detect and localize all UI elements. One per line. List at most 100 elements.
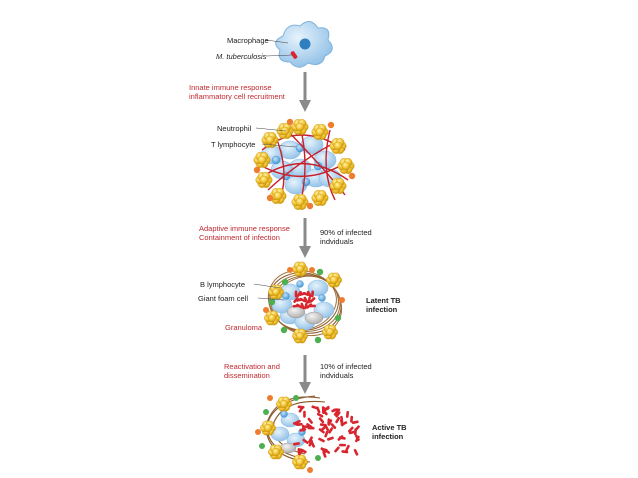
bacterium (333, 409, 340, 416)
leader-lines (253, 127, 297, 301)
neutrophil-cell (337, 158, 355, 174)
b-cell (268, 298, 276, 306)
giant-foam-cell-label: Giant foam cell (198, 294, 249, 303)
active-tb-label: Active TB (372, 423, 407, 432)
adaptive-response-label: Adaptive immune response (199, 224, 290, 233)
b-cell (281, 278, 289, 286)
bacterium (293, 442, 301, 446)
bacterium (353, 428, 358, 436)
bacterium (320, 447, 327, 453)
bacterium (339, 443, 347, 447)
orange-cell (267, 395, 273, 401)
t-cell (271, 155, 281, 165)
bacterium (335, 416, 341, 424)
b-cell (293, 395, 299, 401)
bacterium (308, 304, 317, 308)
bacterium (353, 449, 359, 456)
neutrophil-cell (255, 172, 273, 188)
dissemination-label: dissemination (224, 371, 270, 380)
neutrophil-cell (292, 328, 308, 344)
b-cell (280, 326, 288, 334)
bacterium (303, 410, 306, 418)
bacterium (350, 415, 354, 423)
neutrophil-cell (329, 138, 347, 154)
neutrophil-cell (326, 272, 342, 288)
bacterium (300, 448, 307, 454)
bacterium (309, 297, 316, 303)
bacterium (351, 420, 359, 424)
bacterium (302, 291, 310, 297)
bacterium (318, 437, 325, 443)
bacterium (320, 425, 327, 431)
pct90-label: 90% of infected (320, 228, 372, 237)
neutrophil-cell (292, 454, 308, 470)
bacterium (334, 446, 340, 453)
b-cell (314, 336, 322, 344)
bacterium (355, 435, 360, 443)
orange-cell (287, 267, 293, 273)
neutrophil-cell (260, 420, 276, 436)
bacterium (307, 417, 313, 424)
b-cell (259, 443, 265, 449)
neutrophil-cell (291, 119, 309, 135)
pct10-label-line2: indviduals (320, 371, 354, 380)
macrophage-cell (307, 279, 329, 297)
bacterium (299, 297, 306, 303)
bacterium (295, 422, 303, 426)
t-cell (296, 280, 304, 288)
granuloma-label: Granuloma (225, 323, 263, 332)
bacterium (341, 450, 349, 454)
bacterium (328, 427, 334, 434)
fibrin-strand (325, 129, 336, 201)
bacterium (311, 405, 319, 410)
neutrophil-cell (329, 178, 347, 194)
neutrophil-cell (268, 444, 284, 460)
bacterium (345, 410, 350, 418)
orange-cell (263, 307, 269, 313)
b-lymphocyte-label: B lymphocyte (200, 280, 246, 289)
orange-cell (327, 121, 335, 129)
latent-tb-label-line2: infection (366, 305, 398, 314)
latent-granuloma (263, 261, 345, 344)
bacterium (302, 438, 309, 444)
neutrophil-cell (264, 310, 280, 326)
pct90-label-line2: indviduals (320, 237, 354, 246)
macrophage-label: Macrophage (227, 36, 269, 45)
active-tb-label-line2: infection (372, 432, 404, 441)
orange-cell (306, 202, 314, 210)
bacterium (310, 441, 316, 448)
b-cell (316, 268, 324, 276)
t-lymphocyte-label: T lymphocyte (211, 140, 256, 149)
foam-cell (304, 311, 324, 325)
bacterium (298, 406, 304, 413)
t-cell (280, 410, 288, 418)
orange-cell (339, 297, 345, 303)
neutrophil-cell (276, 396, 292, 412)
bacterium (306, 290, 312, 298)
bacterium (335, 411, 341, 418)
bacterium (331, 408, 339, 413)
bacterium (327, 436, 334, 441)
bacterium (316, 412, 324, 418)
latent-tb-label: Latent TB (366, 296, 401, 305)
bacterium (319, 423, 327, 427)
bacterium (321, 406, 325, 414)
bacterium (308, 436, 313, 443)
pct10-label: 10% of infected (320, 362, 372, 371)
bacterium (348, 430, 356, 435)
b-cell (334, 314, 342, 322)
t-cell (295, 143, 305, 153)
orange-cell (255, 429, 261, 435)
t-cell (318, 294, 326, 302)
bacterium (340, 419, 344, 427)
bacterium (330, 423, 337, 430)
orange-cell (286, 118, 294, 126)
bacterium (347, 426, 354, 433)
bacterium (324, 430, 329, 438)
orange-cell (307, 467, 313, 473)
bacterium (296, 303, 303, 309)
bacterium (300, 302, 305, 310)
bacterium (318, 428, 325, 434)
macrophage-cell (265, 21, 333, 68)
